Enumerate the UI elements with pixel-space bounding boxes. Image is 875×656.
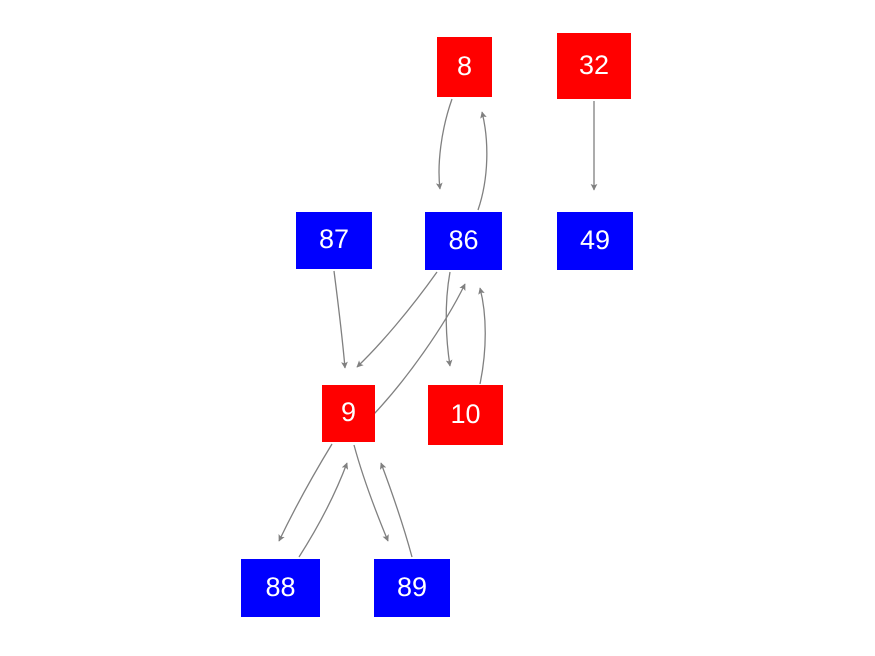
- graph-edge-87-to-9: [333, 270, 348, 369]
- graph-edge-86-to-9: [356, 271, 438, 368]
- graph-node-88[interactable]: 88: [241, 559, 320, 617]
- graph-node-label: 89: [396, 571, 428, 602]
- graph-node-label: 9: [340, 397, 357, 427]
- graph-node-label: 87: [318, 224, 350, 254]
- graph-edge-89-to-9: [379, 462, 413, 558]
- graph-edge-8-to-86: [435, 98, 453, 190]
- graph-edge-9-to-89: [353, 444, 389, 542]
- graph-edge-9-to-86: [373, 283, 466, 415]
- graph-edge-10-to-86: [478, 287, 486, 385]
- graph-node-label: 10: [450, 398, 481, 429]
- graph-node-8[interactable]: 8: [437, 37, 492, 97]
- graph-node-label: 88: [265, 571, 296, 602]
- graph-node-label: 8: [456, 50, 473, 81]
- graph-edge-86-to-8: [477, 111, 488, 211]
- graph-node-89[interactable]: 89: [374, 559, 450, 617]
- graph-node-9[interactable]: 9: [322, 385, 375, 442]
- graph-node-86[interactable]: 86: [425, 212, 502, 270]
- graph-edge-86-to-10: [445, 271, 453, 367]
- graph-node-label: 86: [448, 224, 479, 255]
- edges-group: [278, 98, 598, 558]
- graph-edge-88-to-9: [298, 462, 349, 558]
- graph-node-49[interactable]: 49: [557, 212, 633, 270]
- graph-node-10[interactable]: 10: [428, 385, 503, 445]
- graph-node-32[interactable]: 32: [557, 33, 631, 99]
- graph-node-label: 49: [579, 224, 611, 255]
- graph-node-87[interactable]: 87: [296, 212, 372, 269]
- graph-edge-9-to-88: [278, 443, 333, 542]
- graph-node-label: 32: [578, 49, 610, 80]
